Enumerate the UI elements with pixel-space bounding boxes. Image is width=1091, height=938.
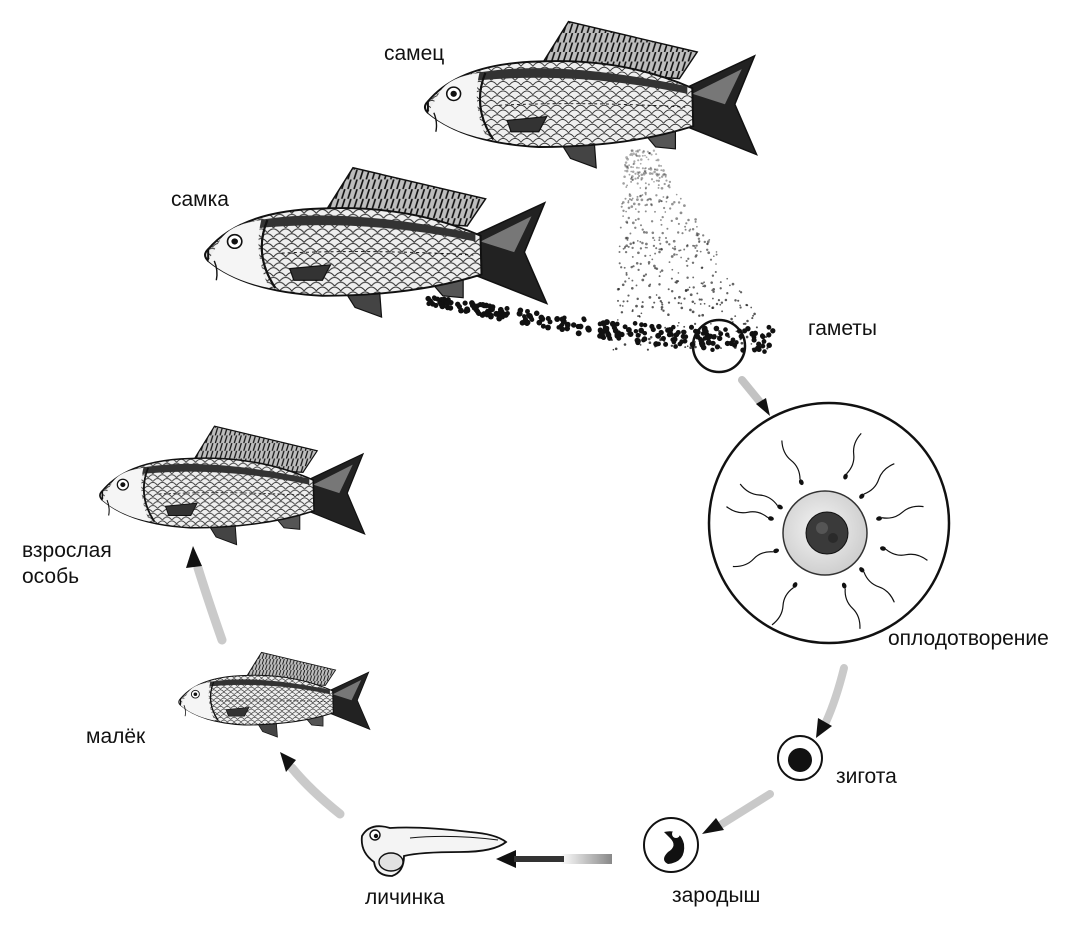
egg-string bbox=[425, 295, 776, 354]
female-fish bbox=[204, 166, 548, 319]
gamete-focus-circle bbox=[691, 318, 747, 374]
arrow-embryo-to-larva bbox=[496, 850, 612, 868]
label-fertilization: оплодотворение bbox=[888, 627, 1049, 650]
larva-icon bbox=[360, 825, 508, 877]
label-fry: малёк bbox=[86, 725, 146, 748]
arrow-larva-to-fry bbox=[280, 752, 345, 819]
label-male: самец bbox=[384, 42, 445, 65]
fry-fish bbox=[178, 651, 371, 738]
male-fish bbox=[423, 20, 758, 169]
label-gametes: гаметы bbox=[808, 317, 878, 340]
arrow-zygote-to-embryo bbox=[702, 790, 774, 834]
adult-fish bbox=[99, 425, 366, 546]
fertilization-circle bbox=[707, 401, 951, 645]
label-embryo: зародыш bbox=[672, 884, 761, 907]
label-adult-line2: особь bbox=[22, 565, 80, 588]
label-larva: личинка bbox=[365, 886, 445, 909]
label-adult-line1: взрослая bbox=[22, 539, 112, 562]
milt-spray bbox=[611, 148, 769, 351]
label-female: самка bbox=[171, 188, 229, 211]
arrow-fertilization-to-zygote bbox=[816, 664, 848, 738]
label-zygote: зигота bbox=[836, 765, 897, 788]
arrow-fry-to-adult bbox=[186, 546, 227, 645]
embryo-icon bbox=[643, 817, 699, 873]
arrow-gametes-to-fertilization bbox=[738, 376, 770, 416]
zygote-icon bbox=[777, 735, 823, 781]
